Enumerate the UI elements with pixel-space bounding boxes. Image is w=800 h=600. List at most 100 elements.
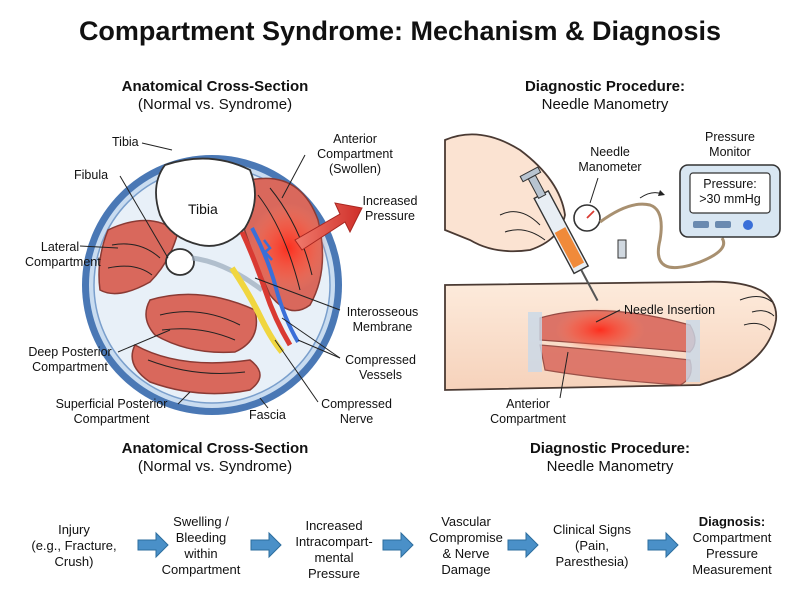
flow-2-line-4: Compartment: [161, 562, 241, 577]
flow-5-line-2: (Pain,: [575, 538, 609, 553]
syringe-thumb: [519, 166, 542, 183]
tube-valve: [617, 239, 627, 259]
label-compressed-nerve: Compressed Nerve: [314, 397, 399, 427]
anterior-fibers: [257, 187, 313, 291]
syringe-fluid: [554, 227, 585, 269]
label-anterior: Anterior Compartment (Swollen): [305, 132, 405, 177]
label-fibula: Fibula: [74, 168, 109, 182]
left-caption-line2: (Normal vs. Syndrome): [137, 458, 293, 475]
flow-step-clinical: Clinical Signs (Pain, Paresthesia): [536, 522, 648, 570]
label-deep-1: Deep Posterior: [28, 345, 112, 359]
leader-superficial: [177, 391, 191, 405]
label-superficial-1: Superficial Posterior: [55, 397, 168, 411]
label-interosseous-1: Interosseous: [346, 305, 419, 319]
label-interosseous-2: Membrane: [352, 320, 413, 334]
lateral-compartment: [98, 219, 179, 295]
flow-step-pressure: Increased Intracompart- mental Pressure: [278, 518, 390, 582]
lateral-fibers: [107, 243, 161, 276]
leader-tibia: [141, 142, 173, 151]
flow-4-line-1: Vascular: [441, 514, 491, 529]
flow-6-heading: Diagnosis:: [698, 514, 766, 529]
deep-posterior-fibers: [159, 311, 241, 341]
label-needle-insertion: Needle Insertion: [624, 303, 716, 317]
left-caption: Anatomical Cross-Section (Normal vs. Syn…: [80, 440, 350, 476]
label-anterior-leg-2: Compartment: [490, 412, 566, 426]
flow-2-line-2: Bleeding: [175, 530, 227, 545]
leader-deep: [117, 329, 171, 353]
interosseous-membrane: [191, 255, 264, 292]
superficial-posterior-compartment: [131, 343, 261, 395]
tibia-bone: [155, 157, 256, 247]
label-increased-pressure: Increased Pressure: [355, 194, 425, 224]
label-anterior-3: (Swollen): [328, 162, 382, 176]
hand-fingers: [499, 211, 546, 241]
label-compressed-vessels: Compressed Vessels: [338, 353, 423, 383]
right-caption: Diagnostic Procedure: Needle Manometry: [480, 440, 740, 476]
hand: [444, 133, 566, 253]
flow-1-line-2: (e.g., Fracture,: [31, 538, 117, 553]
label-anterior-leg: Anterior Compartment: [488, 397, 568, 427]
leader-fibula: [119, 175, 169, 259]
label-superficial-posterior: Superficial Posterior Compartment: [44, 397, 179, 427]
flow-step-injury: Injury (e.g., Fracture, Crush): [18, 522, 130, 570]
flow-4-line-3: & Nerve: [442, 546, 490, 561]
monitor-button-1: [693, 221, 709, 228]
monitor-screen-line1: Pressure:: [703, 177, 757, 191]
monitor-knob: [743, 220, 753, 230]
leader-insertion: [595, 309, 621, 323]
flow-arrows: [137, 531, 679, 559]
flow-arrow-5: [647, 531, 679, 559]
label-superficial-2: Compartment: [73, 412, 150, 426]
flow-5-line-3: Paresthesia): [555, 554, 629, 569]
needle: [580, 269, 599, 302]
leader-vessels-1: [281, 317, 341, 359]
curved-arrow-head: [658, 190, 665, 196]
flow-3-line-2: Intracompart-: [295, 534, 373, 549]
label-deep-2: Compartment: [32, 360, 108, 374]
flow-arrow-2: [250, 531, 282, 559]
leader-nerve: [274, 339, 319, 403]
leader-interosseous: [254, 277, 341, 311]
flow-3-line-1: Increased: [305, 518, 363, 533]
label-lateral: Lateral Compartment: [25, 240, 101, 270]
toes: [739, 296, 775, 331]
label-nerve-1: Compressed: [321, 397, 392, 411]
monitor-screen-line2: >30 mmHg: [699, 192, 761, 206]
label-anterior-leg-1: Anterior: [506, 397, 550, 411]
anterior-swelling-glow: [248, 203, 328, 293]
flow-arrow-3: [382, 531, 414, 559]
leader-vessels-2: [297, 339, 341, 359]
right-caption-line2: Needle Manometry: [546, 458, 674, 475]
right-caption-line1: Diagnostic Procedure:: [529, 440, 691, 457]
left-caption-line1: Anatomical Cross-Section: [121, 440, 309, 457]
right-heading-line1: Diagnostic Procedure:: [524, 78, 686, 95]
flow-arrow-4: [507, 531, 539, 559]
leader-fascia: [259, 397, 269, 409]
monitor-screen-text: Pressure: >30 mmHg: [690, 177, 770, 207]
label-needle-2: Manometer: [578, 160, 642, 174]
label-vessels-2: Vessels: [358, 368, 403, 382]
cross-section-diagram: [79, 142, 363, 415]
artery: [239, 230, 293, 347]
flow-1-line-1: Injury: [58, 522, 90, 537]
flow-6-line-1: Compartment: [692, 530, 772, 545]
label-increased-1: Increased: [362, 194, 418, 208]
label-fascia: Fascia: [249, 408, 286, 422]
label-monitor-1: Pressure: [704, 130, 756, 144]
nerve: [229, 266, 285, 354]
left-heading-line2: (Normal vs. Syndrome): [137, 96, 293, 113]
flow-step-swelling: Swelling / Bleeding within Compartment: [145, 514, 257, 578]
leader-manometer: [589, 177, 599, 204]
vein: [250, 227, 300, 344]
vessel-squiggle: [263, 239, 273, 261]
flow-4-line-4: Damage: [441, 562, 491, 577]
left-heading-line1: Anatomical Cross-Section: [121, 78, 309, 95]
flow-3-line-4: Pressure: [307, 566, 361, 581]
flow-step-diagnosis: Diagnosis: Compartment Pressure Measurem…: [676, 514, 788, 578]
flow-step-vascular: Vascular Compromise & Nerve Damage: [410, 514, 522, 578]
label-tibia-outer: Tibia: [112, 135, 139, 149]
flow-2-line-1: Swelling /: [173, 514, 229, 529]
flow-3-line-3: mental: [314, 550, 354, 565]
label-nerve-2: Nerve: [339, 412, 374, 426]
